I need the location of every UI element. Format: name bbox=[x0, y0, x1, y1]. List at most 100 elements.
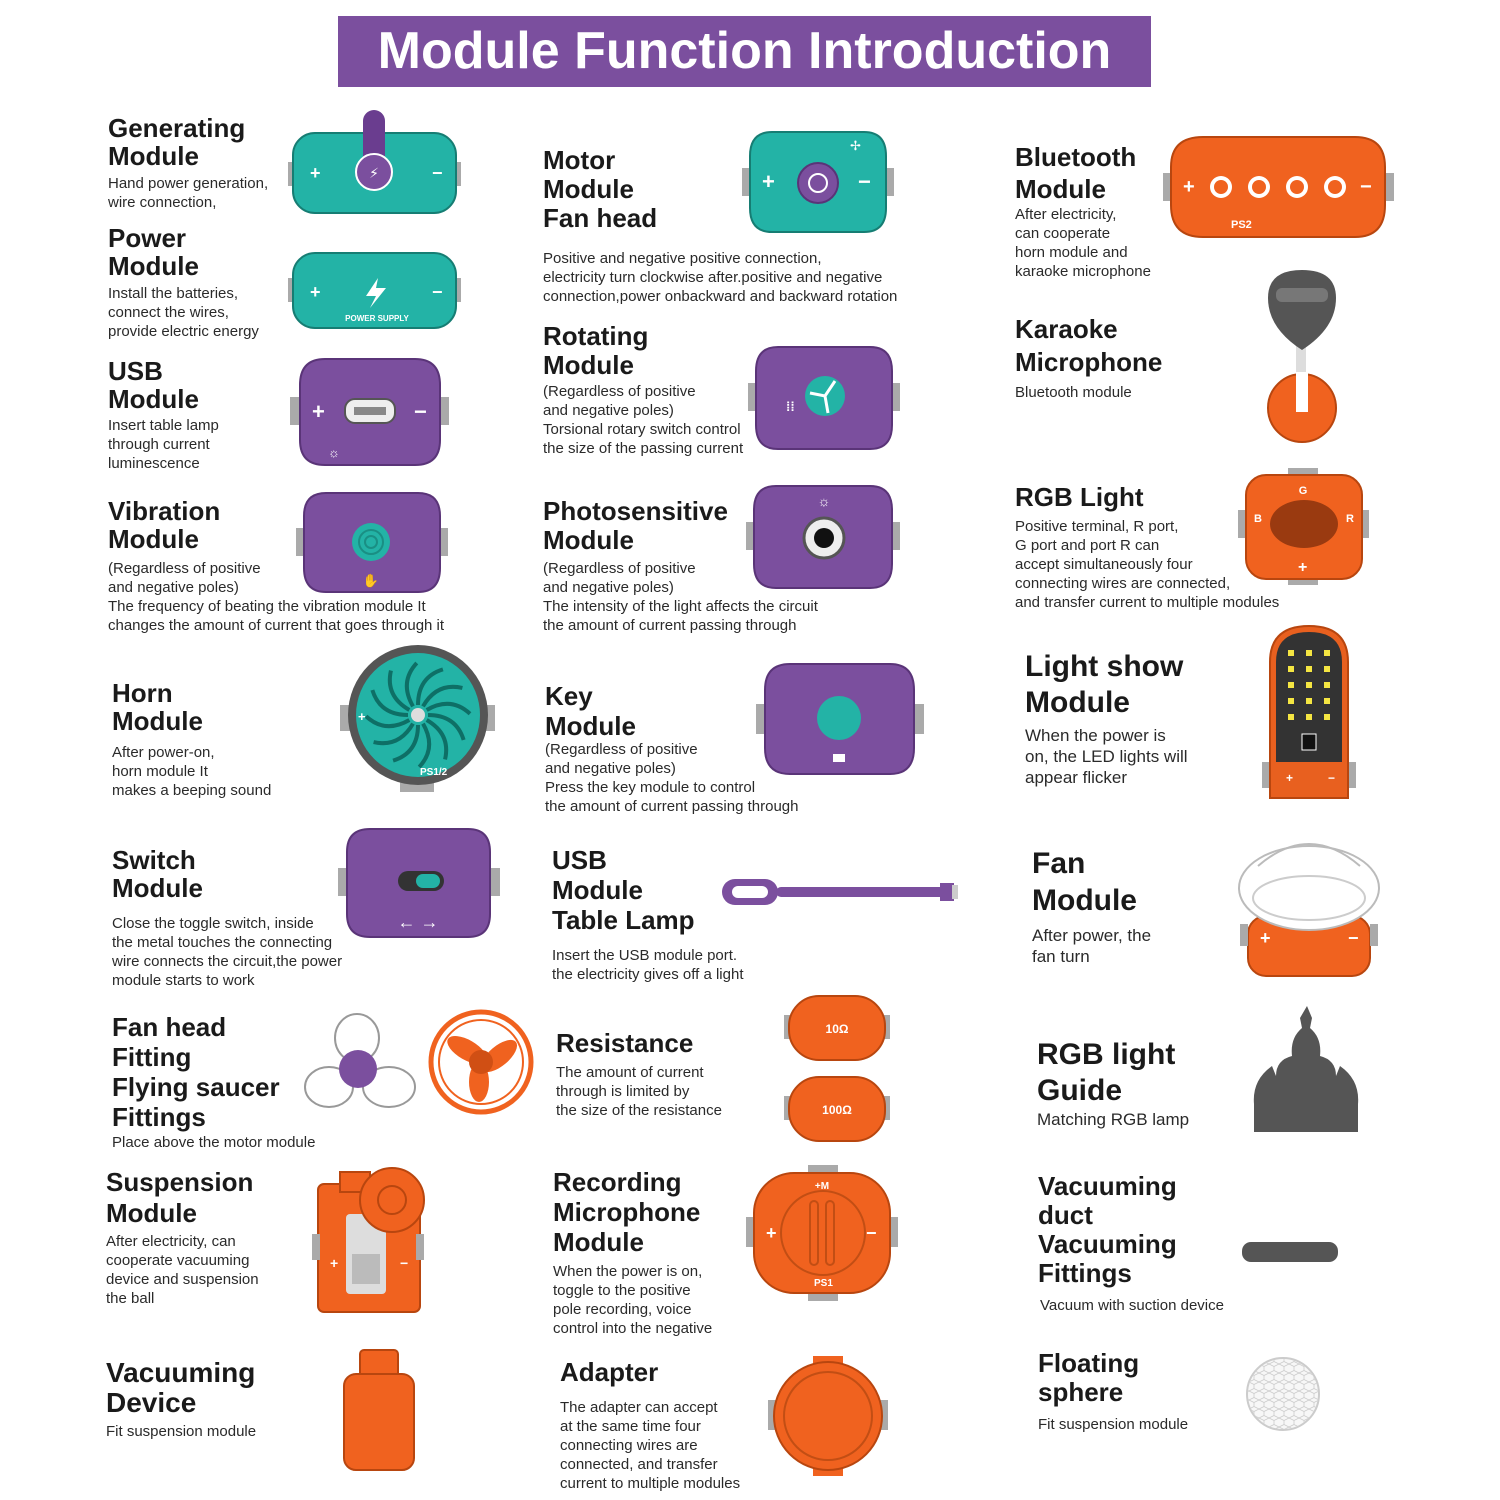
motor-title: Motor Module Fan head bbox=[543, 145, 658, 233]
vacdevice-title: Vacuuming Device bbox=[106, 1357, 256, 1418]
svg-text:−: − bbox=[432, 282, 443, 302]
bluetooth-desc: After electricity, can cooperate horn mo… bbox=[1015, 206, 1151, 280]
svg-text:+: + bbox=[358, 709, 366, 724]
light-show-module-image: + − bbox=[1262, 624, 1356, 799]
lightshow-desc: When the power is on, the LED lights wil… bbox=[1025, 726, 1188, 787]
resistance-desc: The amount of current through is limited… bbox=[556, 1064, 722, 1119]
svg-text:−: − bbox=[858, 169, 871, 194]
vacduct-desc: Vacuum with suction device bbox=[1040, 1297, 1224, 1314]
floating-sphere-image bbox=[1246, 1357, 1320, 1431]
svg-text:+: + bbox=[310, 163, 321, 183]
svg-text:✢: ✢ bbox=[850, 138, 861, 153]
key-module-image bbox=[756, 663, 924, 775]
karaoke-desc: Bluetooth module bbox=[1015, 384, 1132, 401]
generating-module-image: + − ⚡ bbox=[288, 110, 461, 214]
suspension-desc: After electricity, can cooperate vacuumi… bbox=[106, 1233, 259, 1307]
generating-title: Generating Module bbox=[108, 113, 246, 171]
motor-module-image: + − ✢ bbox=[742, 131, 894, 233]
resistor-10-image: 10Ω bbox=[784, 995, 890, 1061]
recording-title: Recording Microphone Module bbox=[553, 1167, 701, 1257]
vibration-module-image: ✋ bbox=[296, 492, 448, 593]
recording-label: PS1 bbox=[814, 1278, 833, 1289]
svg-text:−: − bbox=[400, 1255, 408, 1271]
resistor-100-label: 100Ω bbox=[822, 1103, 852, 1117]
recording-microphone-module-image: + − +M PS1 bbox=[746, 1165, 898, 1301]
rgb-b-label: B bbox=[1254, 513, 1262, 525]
svg-text:+: + bbox=[310, 282, 321, 302]
fan-head-fitting-image bbox=[304, 1013, 416, 1108]
power-title: Power Module bbox=[108, 223, 199, 281]
svg-text:✋: ✋ bbox=[363, 573, 379, 588]
svg-text:−: − bbox=[432, 163, 443, 183]
rgb-title: RGB Light bbox=[1015, 482, 1144, 512]
resistance-title: Resistance bbox=[556, 1028, 694, 1058]
resistor-10-label: 10Ω bbox=[826, 1022, 849, 1036]
recording-top-label: +M bbox=[815, 1181, 829, 1192]
svg-text:+: + bbox=[330, 1255, 338, 1271]
motor-desc: Positive and negative positive connectio… bbox=[543, 250, 898, 305]
rgb-light-guide-image bbox=[1253, 1006, 1359, 1132]
svg-text:−: − bbox=[1348, 928, 1359, 948]
recording-desc: When the power is on, toggle to the posi… bbox=[553, 1263, 713, 1337]
suspension-module-image: + − bbox=[312, 1167, 425, 1313]
fanhead-desc: Place above the motor module bbox=[112, 1134, 316, 1151]
power-module-image: + − POWER SUPPLY bbox=[288, 252, 461, 329]
karaoke-title: Karaoke Microphone bbox=[1015, 314, 1163, 377]
rotating-module-image: ⁞⁞ bbox=[748, 346, 900, 450]
bulb-icon: ☼ bbox=[328, 445, 340, 460]
vibration-desc: (Regardless of positive and negative pol… bbox=[108, 560, 445, 634]
generating-desc: Hand power generation, wire connection, bbox=[108, 175, 269, 211]
usb-desc: Insert table lamp through current lumine… bbox=[108, 417, 219, 472]
fan-title: Fan Module bbox=[1032, 847, 1137, 917]
usb-table-lamp-image bbox=[722, 879, 958, 905]
switch-title: Switch Module bbox=[112, 845, 203, 903]
svg-text:−: − bbox=[414, 399, 427, 424]
svg-text:⚡: ⚡ bbox=[369, 165, 379, 181]
sphere-title: Floating sphere bbox=[1038, 1348, 1140, 1407]
vacduct-title: Vacuuming duct Vacuuming Fittings bbox=[1038, 1171, 1177, 1288]
rgb-light-image: G B R + bbox=[1238, 468, 1369, 585]
lightshow-title: Light show Module bbox=[1025, 650, 1184, 719]
rgb-r-label: R bbox=[1346, 513, 1354, 525]
key-desc: (Regardless of positive and negative pol… bbox=[545, 741, 799, 815]
power-supply-label: POWER SUPPLY bbox=[345, 314, 409, 323]
bluetooth-title: Bluetooth Module bbox=[1015, 142, 1137, 204]
photo-title: Photosensitive Module bbox=[543, 496, 728, 555]
rgbguide-title: RGB light Guide bbox=[1037, 1038, 1176, 1107]
adapter-image bbox=[768, 1356, 888, 1476]
page-title: Module Function Introduction bbox=[338, 16, 1151, 87]
rgb-desc: Positive terminal, R port, G port and po… bbox=[1015, 518, 1280, 611]
horn-label: PS1/2 bbox=[420, 767, 448, 778]
svg-text:+: + bbox=[312, 399, 325, 424]
svg-text:+: + bbox=[1260, 928, 1271, 948]
svg-text:+: + bbox=[762, 169, 775, 194]
switch-desc: Close the toggle switch, inside the meta… bbox=[112, 915, 343, 989]
svg-text:+: + bbox=[1298, 559, 1307, 576]
vibration-title: Vibration Module bbox=[108, 496, 221, 554]
resistor-100-image: 100Ω bbox=[784, 1076, 890, 1142]
fanhead-title: Fan head Fitting Flying saucer Fittings bbox=[112, 1012, 280, 1132]
sphere-desc: Fit suspension module bbox=[1038, 1416, 1189, 1433]
flying-saucer-image bbox=[428, 1009, 534, 1115]
vacuuming-duct-image bbox=[1242, 1242, 1338, 1262]
svg-text:−: − bbox=[866, 1223, 877, 1243]
adapter-title: Adapter bbox=[560, 1357, 659, 1387]
svg-text:☼: ☼ bbox=[818, 493, 831, 509]
photosensitive-module-image: ☼ bbox=[746, 485, 900, 589]
usb-module-image: + − ☼ bbox=[290, 358, 449, 466]
svg-text:⁞⁞: ⁞⁞ bbox=[786, 399, 795, 414]
svg-text:+: + bbox=[1183, 176, 1195, 198]
adapter-desc: The adapter can accept at the same time … bbox=[560, 1399, 741, 1492]
svg-text:← →: ← → bbox=[397, 912, 438, 932]
bluetooth-label: PS2 bbox=[1231, 219, 1252, 231]
suspension-title: Suspension Module bbox=[106, 1167, 254, 1228]
karaoke-microphone-image bbox=[1267, 270, 1337, 443]
horn-title: Horn Module bbox=[112, 678, 203, 736]
usblamp-title: USB Module Table Lamp bbox=[552, 845, 695, 935]
photo-desc: (Regardless of positive and negative pol… bbox=[543, 560, 818, 634]
svg-text:−: − bbox=[1328, 771, 1335, 785]
usb-title: USB Module bbox=[108, 356, 199, 414]
svg-text:+: + bbox=[1286, 771, 1293, 785]
fan-module-image: + − bbox=[1238, 843, 1380, 977]
vacuuming-device-image bbox=[343, 1349, 415, 1471]
